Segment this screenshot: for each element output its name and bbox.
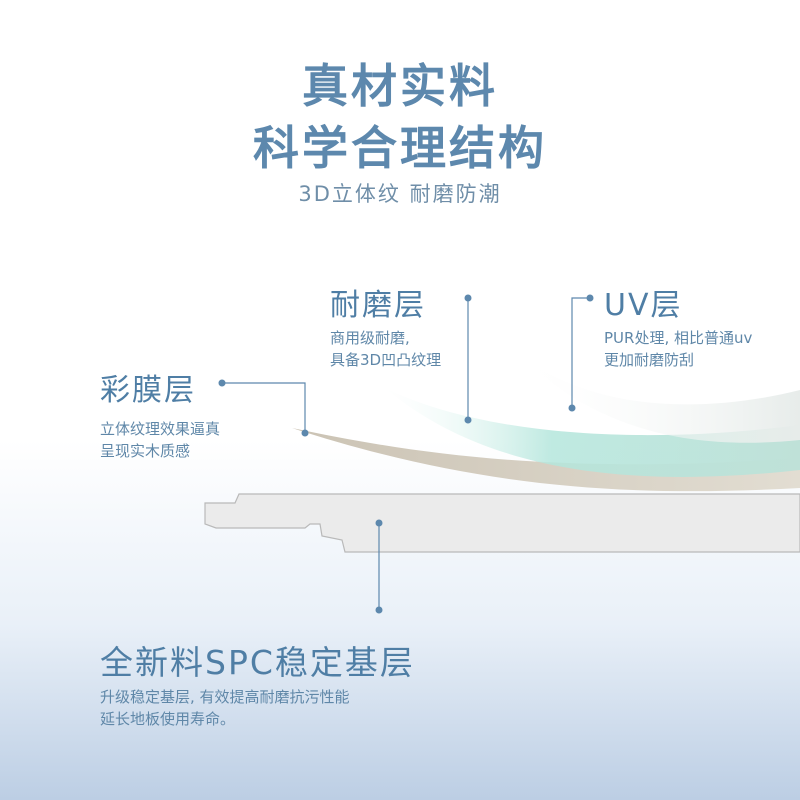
uv-layer-desc: PUR处理, 相比普通uv 更加耐磨防刮 bbox=[604, 327, 752, 371]
wear-leader-dot-top bbox=[464, 294, 472, 302]
base-layer-desc: 升级稳定基层, 有效提高耐磨抗污性能 延长地板使用寿命。 bbox=[100, 686, 350, 730]
uv-layer-sheet bbox=[520, 355, 800, 443]
uv-layer-desc-line2: 更加耐磨防刮 bbox=[604, 351, 695, 369]
wear-layer-title: 耐磨层 bbox=[330, 288, 426, 323]
wear-leader-dot-bottom bbox=[464, 416, 472, 424]
film-leader-line bbox=[222, 382, 306, 433]
film-leader-dot-bottom bbox=[301, 429, 309, 437]
base-leader-dot-bottom bbox=[375, 606, 383, 614]
wear-layer-desc-line1: 商用级耐磨, bbox=[330, 329, 410, 347]
base-layer-desc-line2: 延长地板使用寿命。 bbox=[100, 710, 236, 728]
film-layer-desc: 立体纹理效果逼真 呈现实木质感 bbox=[100, 418, 220, 462]
film-layer-desc-line1: 立体纹理效果逼真 bbox=[100, 420, 221, 438]
spc-base-board bbox=[204, 493, 800, 553]
base-layer-title: 全新料SPC稳定基层 bbox=[100, 643, 415, 682]
wear-layer-sheet bbox=[385, 388, 800, 477]
uv-layer-desc-line1: PUR处理, 相比普通uv bbox=[604, 329, 753, 347]
wear-layer-desc-line2: 具备3D凹凸纹理 bbox=[330, 351, 442, 369]
film-layer-desc-line2: 呈现实木质感 bbox=[100, 442, 191, 460]
uv-leader-line bbox=[571, 297, 590, 408]
wear-layer-desc: 商用级耐磨, 具备3D凹凸纹理 bbox=[330, 327, 441, 371]
base-layer-desc-line1: 升级稳定基层, 有效提高耐磨抗污性能 bbox=[100, 688, 350, 706]
uv-leader-dot-bottom bbox=[568, 404, 576, 412]
base-leader-dot-top bbox=[375, 519, 383, 527]
film-leader-dot-left bbox=[218, 379, 226, 387]
headline-line2: 科学合理结构 bbox=[253, 121, 547, 175]
headline-subtitle: 3D立体纹 耐磨防潮 bbox=[298, 182, 502, 206]
uv-layer-title: UV层 bbox=[604, 288, 683, 323]
uv-leader-dot-top bbox=[586, 294, 594, 302]
film-layer-title: 彩膜层 bbox=[100, 373, 196, 408]
headline-line1: 真材实料 bbox=[302, 59, 498, 113]
